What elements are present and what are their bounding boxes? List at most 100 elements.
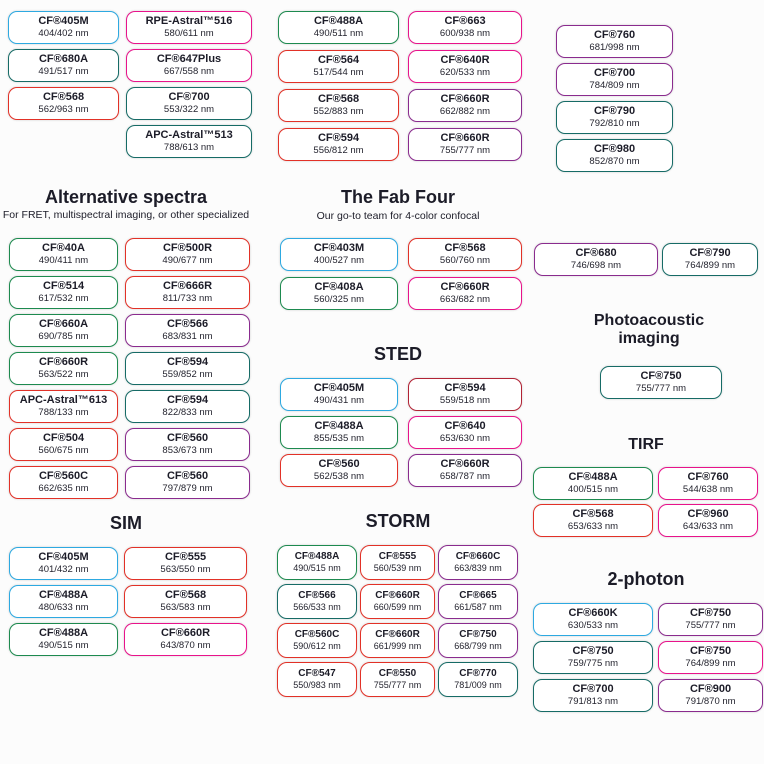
dye-value: 667/558 nm	[163, 65, 215, 77]
dye-value: 490/511 nm	[313, 27, 364, 39]
dye-name: CF®750	[572, 645, 614, 658]
section-title-sted: STED	[373, 344, 422, 364]
dye-name: CF®640	[444, 420, 486, 433]
dye-name: CF®560C	[38, 470, 89, 483]
dye-value: 755/777 nm	[373, 680, 422, 691]
dye-name: CF®405M	[313, 382, 365, 395]
dye-name: CF®40A	[42, 242, 85, 255]
dye-name: APC-Astral™513	[145, 129, 233, 142]
dye-name: CF®700	[593, 67, 636, 80]
dye-value: 683/831 nm	[162, 330, 213, 342]
dye-value: 653/633 nm	[567, 520, 619, 532]
dye-name: CF®760	[687, 471, 729, 484]
dye-value: 852/870 nm	[589, 155, 640, 167]
section-subtitle-fab-four: Our go-to team for 4-color confocal	[316, 210, 480, 222]
dye-name: CF®566	[166, 318, 209, 331]
dye-value: 544/638 nm	[682, 483, 734, 495]
dye-value: 563/583 nm	[160, 601, 211, 613]
dye-value: 490/431 nm	[313, 394, 365, 406]
dye-value: 853/673 nm	[162, 444, 213, 456]
dye-value: 620/533 nm	[439, 66, 491, 78]
dye-value: 797/879 nm	[162, 482, 213, 494]
dye-value: 560/539 nm	[373, 563, 422, 574]
dye-name: CF®405M	[38, 15, 89, 28]
dye-value: 563/550 nm	[160, 563, 211, 575]
dye-name: CF®750	[689, 607, 732, 620]
dye-value: 559/518 nm	[439, 394, 491, 406]
dye-value: 746/698 nm	[570, 259, 622, 271]
dye-name: CF®560	[318, 458, 360, 471]
dye-name: CF®504	[42, 432, 85, 445]
dye-name: CF®568	[317, 93, 360, 106]
dye-value: 690/785 nm	[38, 330, 89, 342]
dye-name: CF®560	[166, 470, 209, 483]
dye-value: 755/777 nm	[635, 382, 687, 394]
dye-name: CF®660C	[455, 551, 501, 563]
section-subtitle-alternative-spectra: For FRET, multispectral imaging, or othe…	[2, 209, 250, 221]
dye-value: 560/675 nm	[38, 444, 89, 456]
dye-value: 630/533 nm	[567, 619, 619, 631]
dye-value: 791/870 nm	[685, 695, 736, 707]
dye-value: 560/760 nm	[439, 254, 491, 266]
dye-value: 553/322 nm	[163, 103, 215, 115]
dye-name: CF®647Plus	[156, 53, 222, 66]
dye-value: 759/775 nm	[567, 657, 619, 669]
dye-name: CF®660R	[440, 458, 490, 471]
dye-value: 668/799 nm	[454, 641, 502, 652]
dye-value: 791/813 nm	[567, 695, 619, 707]
dye-name: CF®488A	[314, 420, 364, 433]
dye-value: 822/833 nm	[162, 406, 213, 418]
dye-value: 556/812 nm	[313, 144, 364, 156]
dye-value: 662/882 nm	[439, 105, 491, 117]
dye-value: 855/535 nm	[313, 432, 365, 444]
dye-value: 663/682 nm	[439, 293, 491, 305]
dye-value: 559/852 nm	[162, 368, 213, 380]
dye-name: CF®660A	[38, 318, 89, 331]
section-title-storm: STORM	[365, 511, 431, 531]
dye-value: 661/999 nm	[373, 641, 422, 652]
dye-value: 490/677 nm	[162, 254, 213, 266]
dye-value: 600/938 nm	[439, 27, 491, 39]
dye-value: 552/883 nm	[313, 105, 364, 117]
dye-name: APC-Astral™613	[19, 394, 108, 407]
dye-value: 788/133 nm	[38, 406, 89, 418]
dye-value: 590/612 nm	[293, 641, 341, 652]
dye-value: 400/515 nm	[567, 483, 619, 495]
dye-name: CF®790	[593, 105, 636, 118]
dye-name: CF®550	[378, 668, 417, 680]
dye-name: RPE-Astral™516	[145, 15, 233, 28]
